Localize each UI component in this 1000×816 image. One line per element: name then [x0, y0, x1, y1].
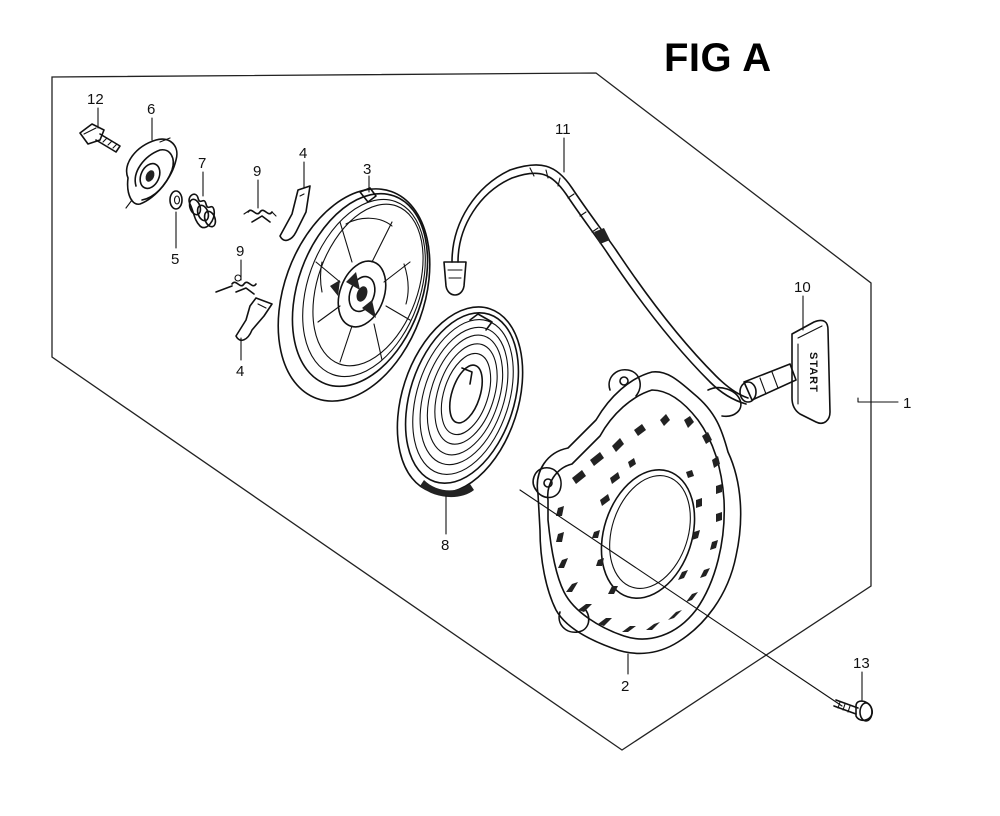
part-10-starter-handle: START	[739, 319, 831, 425]
leader-lines	[97, 107, 899, 707]
part-13-bolt	[833, 699, 873, 722]
callout-4-upper: 4	[299, 145, 307, 162]
callout-9-lower: 9	[236, 243, 244, 260]
callout-3: 3	[363, 161, 371, 178]
callout-4-lower: 4	[236, 363, 244, 380]
part-8-recoil-spring	[396, 306, 524, 498]
part-7-return-spring	[188, 193, 217, 229]
part-11-starter-rope	[443, 164, 749, 405]
assembly-frame	[51, 72, 872, 751]
callout-7: 7	[198, 155, 206, 172]
part-9-ratchet-spring-lower	[215, 274, 257, 295]
callout-8: 8	[441, 537, 449, 554]
callout-9-upper: 9	[253, 163, 261, 180]
callout-6: 6	[147, 101, 155, 118]
figure-title: FIG A	[664, 36, 772, 80]
callout-12: 12	[87, 91, 104, 108]
part-4-ratchet-pawl-lower	[235, 297, 273, 342]
callout-labels: 1 2 3 4 4 5 6 7 8 9 9 10 11 12 13	[87, 91, 911, 695]
part-4-ratchet-pawl-upper	[279, 185, 311, 242]
handle-start-text: START	[807, 352, 819, 393]
part-3-recoil-reel	[277, 187, 431, 402]
part-2-starter-case	[532, 368, 742, 655]
part-5-washer	[169, 190, 183, 210]
callout-11: 11	[555, 121, 571, 138]
callout-10: 10	[794, 279, 811, 296]
part-9-ratchet-spring-upper	[243, 209, 277, 223]
part-12-bolt	[79, 123, 121, 153]
callout-1: 1	[903, 395, 911, 412]
part-6-friction-plate	[125, 137, 178, 209]
callout-13: 13	[853, 655, 870, 672]
callout-5: 5	[171, 251, 179, 268]
callout-2: 2	[621, 678, 629, 695]
